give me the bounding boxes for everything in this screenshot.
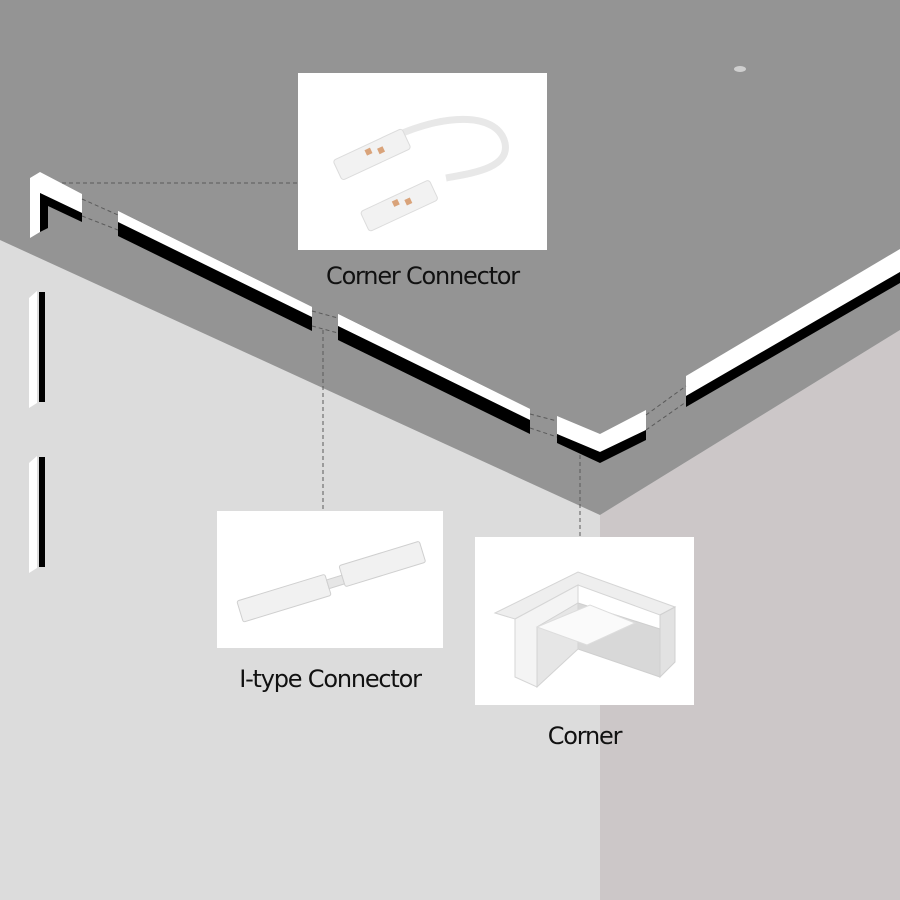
corner-connector-label: Corner Connector (326, 262, 520, 290)
light-spot (734, 66, 746, 72)
corner-connector-card (298, 73, 547, 250)
l-corner-profile-icon (493, 571, 677, 689)
profile-segment-2 (338, 314, 530, 434)
i-type-connector-card (217, 511, 443, 648)
profile-wall-upper (29, 291, 45, 408)
i-type-connector-label: I-type Connector (239, 665, 422, 693)
profile-segment-3 (686, 249, 900, 407)
profile-corner-bottom (557, 410, 646, 463)
profile-segment-1 (118, 211, 312, 331)
ceiling (0, 0, 900, 515)
corner-label: Corner (547, 722, 623, 750)
right-wall (600, 330, 900, 900)
leader-lines (62, 182, 687, 537)
flex-cable-connector-icon (333, 116, 509, 232)
corner-card (475, 537, 694, 705)
straight-connector-icon (236, 541, 426, 623)
profile-wall-lower (29, 456, 45, 573)
profile-corner-top-left (30, 172, 82, 238)
